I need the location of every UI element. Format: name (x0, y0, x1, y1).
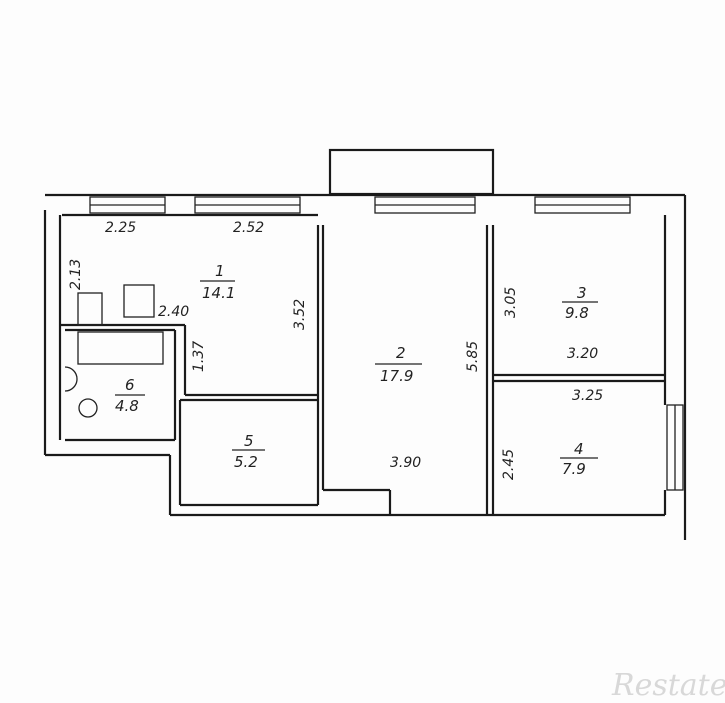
svg-text:2.25: 2.25 (105, 220, 136, 236)
room-3-label: 3 9.8 (562, 284, 598, 322)
svg-text:2.52: 2.52 (233, 220, 264, 236)
dimension-labels: 2.25 2.52 2.13 2.40 3.52 1.37 5.85 3.90 … (68, 220, 603, 480)
svg-text:3: 3 (577, 284, 587, 302)
svg-text:2.13: 2.13 (68, 259, 84, 290)
svg-text:4.8: 4.8 (115, 397, 139, 415)
kitchen-sink (77, 292, 103, 326)
svg-text:3.20: 3.20 (567, 346, 598, 362)
svg-text:1.37: 1.37 (191, 341, 207, 372)
room-4-label: 4 7.9 (560, 440, 598, 478)
room-2-label: 2 17.9 (375, 344, 422, 385)
svg-text:9.8: 9.8 (565, 304, 589, 322)
watermark-logo: Restate (611, 668, 725, 703)
svg-text:17.9: 17.9 (380, 367, 413, 385)
interior-walls (60, 225, 665, 515)
svg-text:5.85: 5.85 (465, 341, 481, 372)
windows (89, 196, 684, 491)
outer-walls (43, 193, 687, 540)
toilet (78, 398, 98, 418)
bathtub (77, 331, 164, 365)
svg-text:7.9: 7.9 (562, 460, 586, 478)
svg-text:5: 5 (244, 432, 254, 450)
svg-text:2: 2 (396, 344, 406, 362)
svg-text:1: 1 (215, 262, 225, 280)
svg-text:3.90: 3.90 (390, 455, 421, 471)
svg-text:2.45: 2.45 (501, 449, 517, 480)
room-6-label: 6 4.8 (115, 376, 145, 415)
balcony (328, 148, 495, 196)
svg-text:14.1: 14.1 (202, 284, 235, 302)
stove (123, 284, 155, 318)
svg-text:4: 4 (574, 440, 584, 458)
svg-text:3.52: 3.52 (292, 299, 308, 330)
fixtures (64, 284, 164, 418)
svg-text:6: 6 (125, 376, 135, 394)
room-5-label: 5 5.2 (232, 432, 265, 471)
svg-text:5.2: 5.2 (234, 453, 258, 471)
svg-text:2.40: 2.40 (158, 304, 189, 320)
room-1-label: 1 14.1 (200, 262, 235, 302)
sink (64, 366, 78, 392)
svg-text:3.25: 3.25 (572, 388, 603, 404)
svg-text:3.05: 3.05 (503, 287, 519, 318)
